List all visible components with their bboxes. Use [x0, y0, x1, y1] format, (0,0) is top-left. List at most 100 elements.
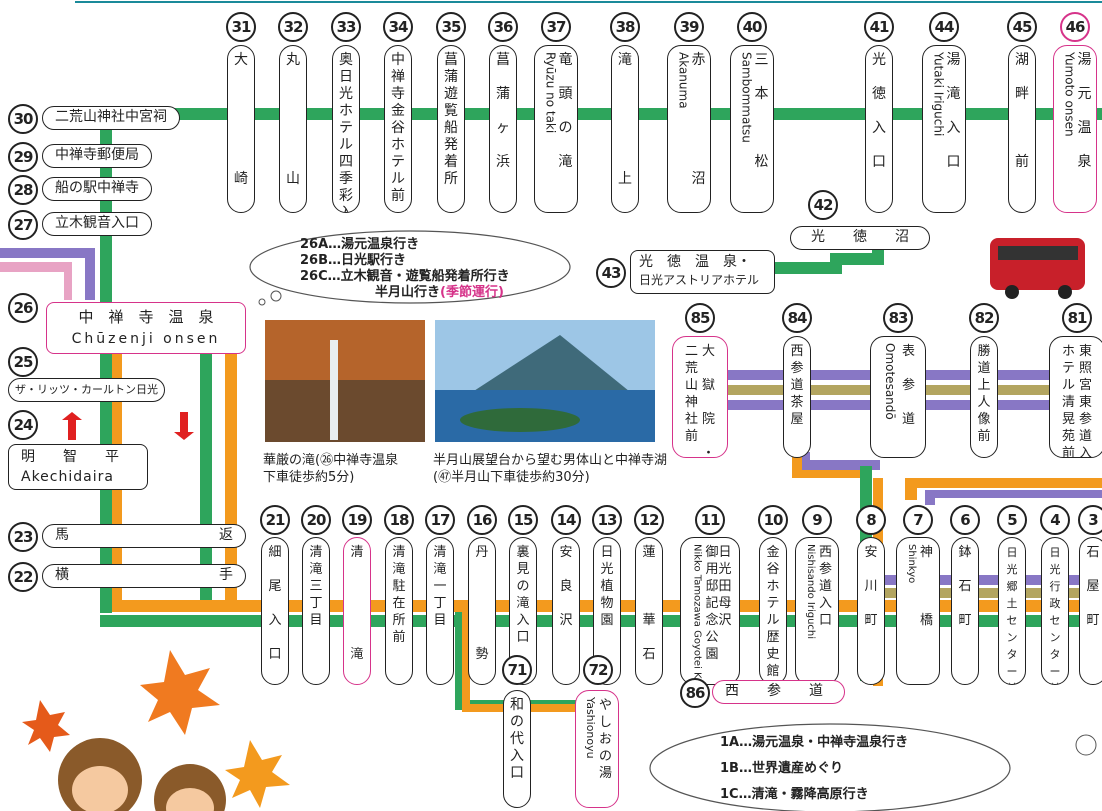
route-line-shinkyo-purple [925, 490, 1102, 505]
stop-name-box[interactable]: 菖 蒲 ヶ 浜 [489, 45, 517, 213]
stop-name-romaji: Yumoto onsen [1062, 52, 1077, 137]
route-note-1a: 1A…湯元温泉・中禅寺温泉行き [720, 735, 909, 750]
route-note-hangetsu-text: 半月山行き [375, 285, 441, 300]
stop-name-box[interactable]: 二荒山神社中宮祠 [42, 106, 180, 130]
stop-name-box[interactable]: 中禅寺郵便局 [42, 144, 152, 168]
stop-name-box[interactable]: Ryūzu no taki竜 頭 の 滝 [534, 45, 578, 213]
stop-name-box[interactable]: 石 屋 町 [1079, 537, 1102, 685]
caption-kegon: 華厳の滝(㉖中禅寺温泉 下車徒歩約5分) [263, 453, 399, 485]
stop-name-box[interactable]: 勝 道 上 人 像 前 [970, 336, 998, 458]
stop-number: 4 [1040, 505, 1070, 535]
stop-name-romaji: 日光アストリアホテル [639, 273, 760, 287]
stop-name: 湖 畔 前 [1015, 52, 1029, 170]
route-note-bubble [249, 230, 571, 304]
stop-name-romaji: Akanuma [676, 52, 691, 109]
route-line-purple-down [85, 248, 95, 300]
stop-name: 菖 蒲 ヶ 浜 [496, 52, 510, 170]
stop-name-box[interactable]: 清 滝 [343, 537, 371, 685]
stop-name-box[interactable]: 船の駅中禅寺 [42, 177, 152, 201]
photo-forest [460, 408, 580, 432]
stop-name-box[interactable]: 細 尾 入 口 [261, 537, 289, 685]
stop-name-box[interactable]: 清 滝 駐 在 所 前 [385, 537, 413, 685]
stop-name-2: Omotesandō [882, 343, 897, 420]
stop-name: 光 徳 入 口 [872, 52, 886, 170]
stop-name: 大 獄 院 ・ [702, 344, 716, 458]
stop-name-box[interactable]: 馬返 [42, 524, 246, 548]
stop-number: 85 [685, 303, 715, 333]
stop-name: 湯 滝 入 口 [946, 52, 961, 170]
stop-name-box[interactable]: Yutaki Iriguchi湯 滝 入 口 [922, 45, 966, 213]
stop-name-box[interactable]: 大 崎 [227, 45, 255, 213]
stop-name: 安 良 沢 [559, 545, 573, 628]
stop-name-box[interactable]: 光 徳 沼 [790, 226, 930, 250]
stop-number: 31 [226, 12, 256, 42]
stop-number: 23 [8, 522, 38, 552]
stop-name: 金 谷 ホ テ ル 歴 史 館 [766, 545, 780, 679]
stop-name-box[interactable]: 安 良 沢 [552, 537, 580, 685]
stop-name-box[interactable]: ホ テ ル 清 晃 苑 前東 照 宮 東 参 道 入 口 [1049, 336, 1102, 458]
stop-name-box[interactable]: 光 徳 入 口 [865, 45, 893, 213]
stop-name-box[interactable]: ザ・リッツ・カールトン日光 [8, 378, 165, 402]
stop-name-box[interactable]: 金 谷 ホ テ ル 歴 史 館 [759, 537, 787, 685]
stop-name-box[interactable]: Yumoto onsen湯 元 温 泉 [1053, 45, 1097, 213]
bubble-dot [270, 290, 282, 302]
stop-number: 46 [1060, 12, 1090, 42]
stop-name-box[interactable]: 西 参 道 茶 屋 [783, 336, 811, 458]
stop-name: 日 光 田 母 沢 [718, 545, 732, 628]
stop-name-box[interactable]: 光 徳 温 泉・日光アストリアホテル [630, 250, 775, 294]
stop-number: 82 [969, 303, 999, 333]
stop-number: 25 [8, 347, 38, 377]
stop-number: 84 [782, 303, 812, 333]
stop-name-box[interactable]: 蓮 華 石 [635, 537, 663, 685]
stop-number: 39 [674, 12, 704, 42]
route-note-26c: 26C…立木観音・遊覧船発着所行き [300, 269, 510, 284]
stop-name: 馬 [55, 527, 69, 543]
stop-number: 45 [1007, 12, 1037, 42]
stop-name: 表 参 道 [901, 344, 915, 427]
stop-name-box[interactable]: Omotesandō 表 参 道 [870, 336, 926, 458]
bus-windows [998, 246, 1078, 260]
arrow-down-icon [174, 412, 194, 440]
stop-name-box[interactable]: 丹 勢 [468, 537, 496, 685]
stop-name-box[interactable]: Akanuma赤 沼 [667, 45, 711, 213]
stop-name-romaji: Chūzenji onsen [71, 331, 221, 347]
stop-number: 29 [8, 142, 38, 172]
stop-name-box[interactable]: 和 の 代 入 口 [503, 690, 531, 808]
stop-name-box[interactable]: 安 川 町 [857, 537, 885, 685]
stop-name-box[interactable]: 丸 山 [279, 45, 307, 213]
stop-name-box[interactable]: 横手 [42, 564, 246, 588]
stop-name-box[interactable]: 西 参 道 [712, 680, 845, 704]
stop-name: 東 照 宮 東 参 道 入 口 [1079, 344, 1093, 458]
stop-name-box[interactable]: 鉢 石 町 [951, 537, 979, 685]
stop-name: 安 川 町 [864, 545, 878, 628]
stop-number: 32 [278, 12, 308, 42]
stop-name-2: ホ テ ル 清 晃 苑 前 [1061, 344, 1075, 458]
stop-name-box[interactable]: 日 光 郷 土 セ ン タ ー 前 [998, 537, 1026, 685]
stop-name-box[interactable]: 日 光 行 政 セ ン タ ー 前 [1041, 537, 1069, 685]
stop-name: 勝 道 上 人 像 前 [977, 344, 991, 444]
stop-name-romaji: Yashionoyu [583, 697, 597, 759]
stop-number: 30 [8, 104, 38, 134]
stop-number: 11 [695, 505, 725, 535]
stop-name-box[interactable]: 奥 日 光 ホ テ ル 四 季 彩 入 口 [332, 45, 360, 213]
stop-name-box[interactable]: Sambommatsu三 本 松 [730, 45, 774, 213]
stop-name: 日 光 郷 土 セ ン タ ー 前 [1006, 546, 1018, 684]
stop-name-box[interactable]: 立木観音入口 [42, 212, 152, 236]
stop-name: 鉢 石 町 [958, 545, 972, 628]
stop-name-box[interactable]: 湖 畔 前 [1008, 45, 1036, 213]
stop-number: 22 [8, 562, 38, 592]
stop-name: 清 滝 駐 在 所 前 [392, 545, 406, 645]
stop-name-box[interactable]: 滝 上 [611, 45, 639, 213]
stop-name-box[interactable]: 二 荒 山 神 社 前大 獄 院 ・ [672, 336, 728, 458]
stop-name: 蓮 華 石 [642, 545, 656, 662]
stop-name-box[interactable]: 清 滝 三 丁 目 [302, 537, 330, 685]
stop-name-box[interactable]: 清 滝 一 丁 目 [426, 537, 454, 685]
stop-name-box[interactable]: 菖 蒲 遊 覧 船 発 着 所 [437, 45, 465, 213]
stop-name-box[interactable]: 中 禅 寺 金 谷 ホ テ ル 前 [384, 45, 412, 213]
